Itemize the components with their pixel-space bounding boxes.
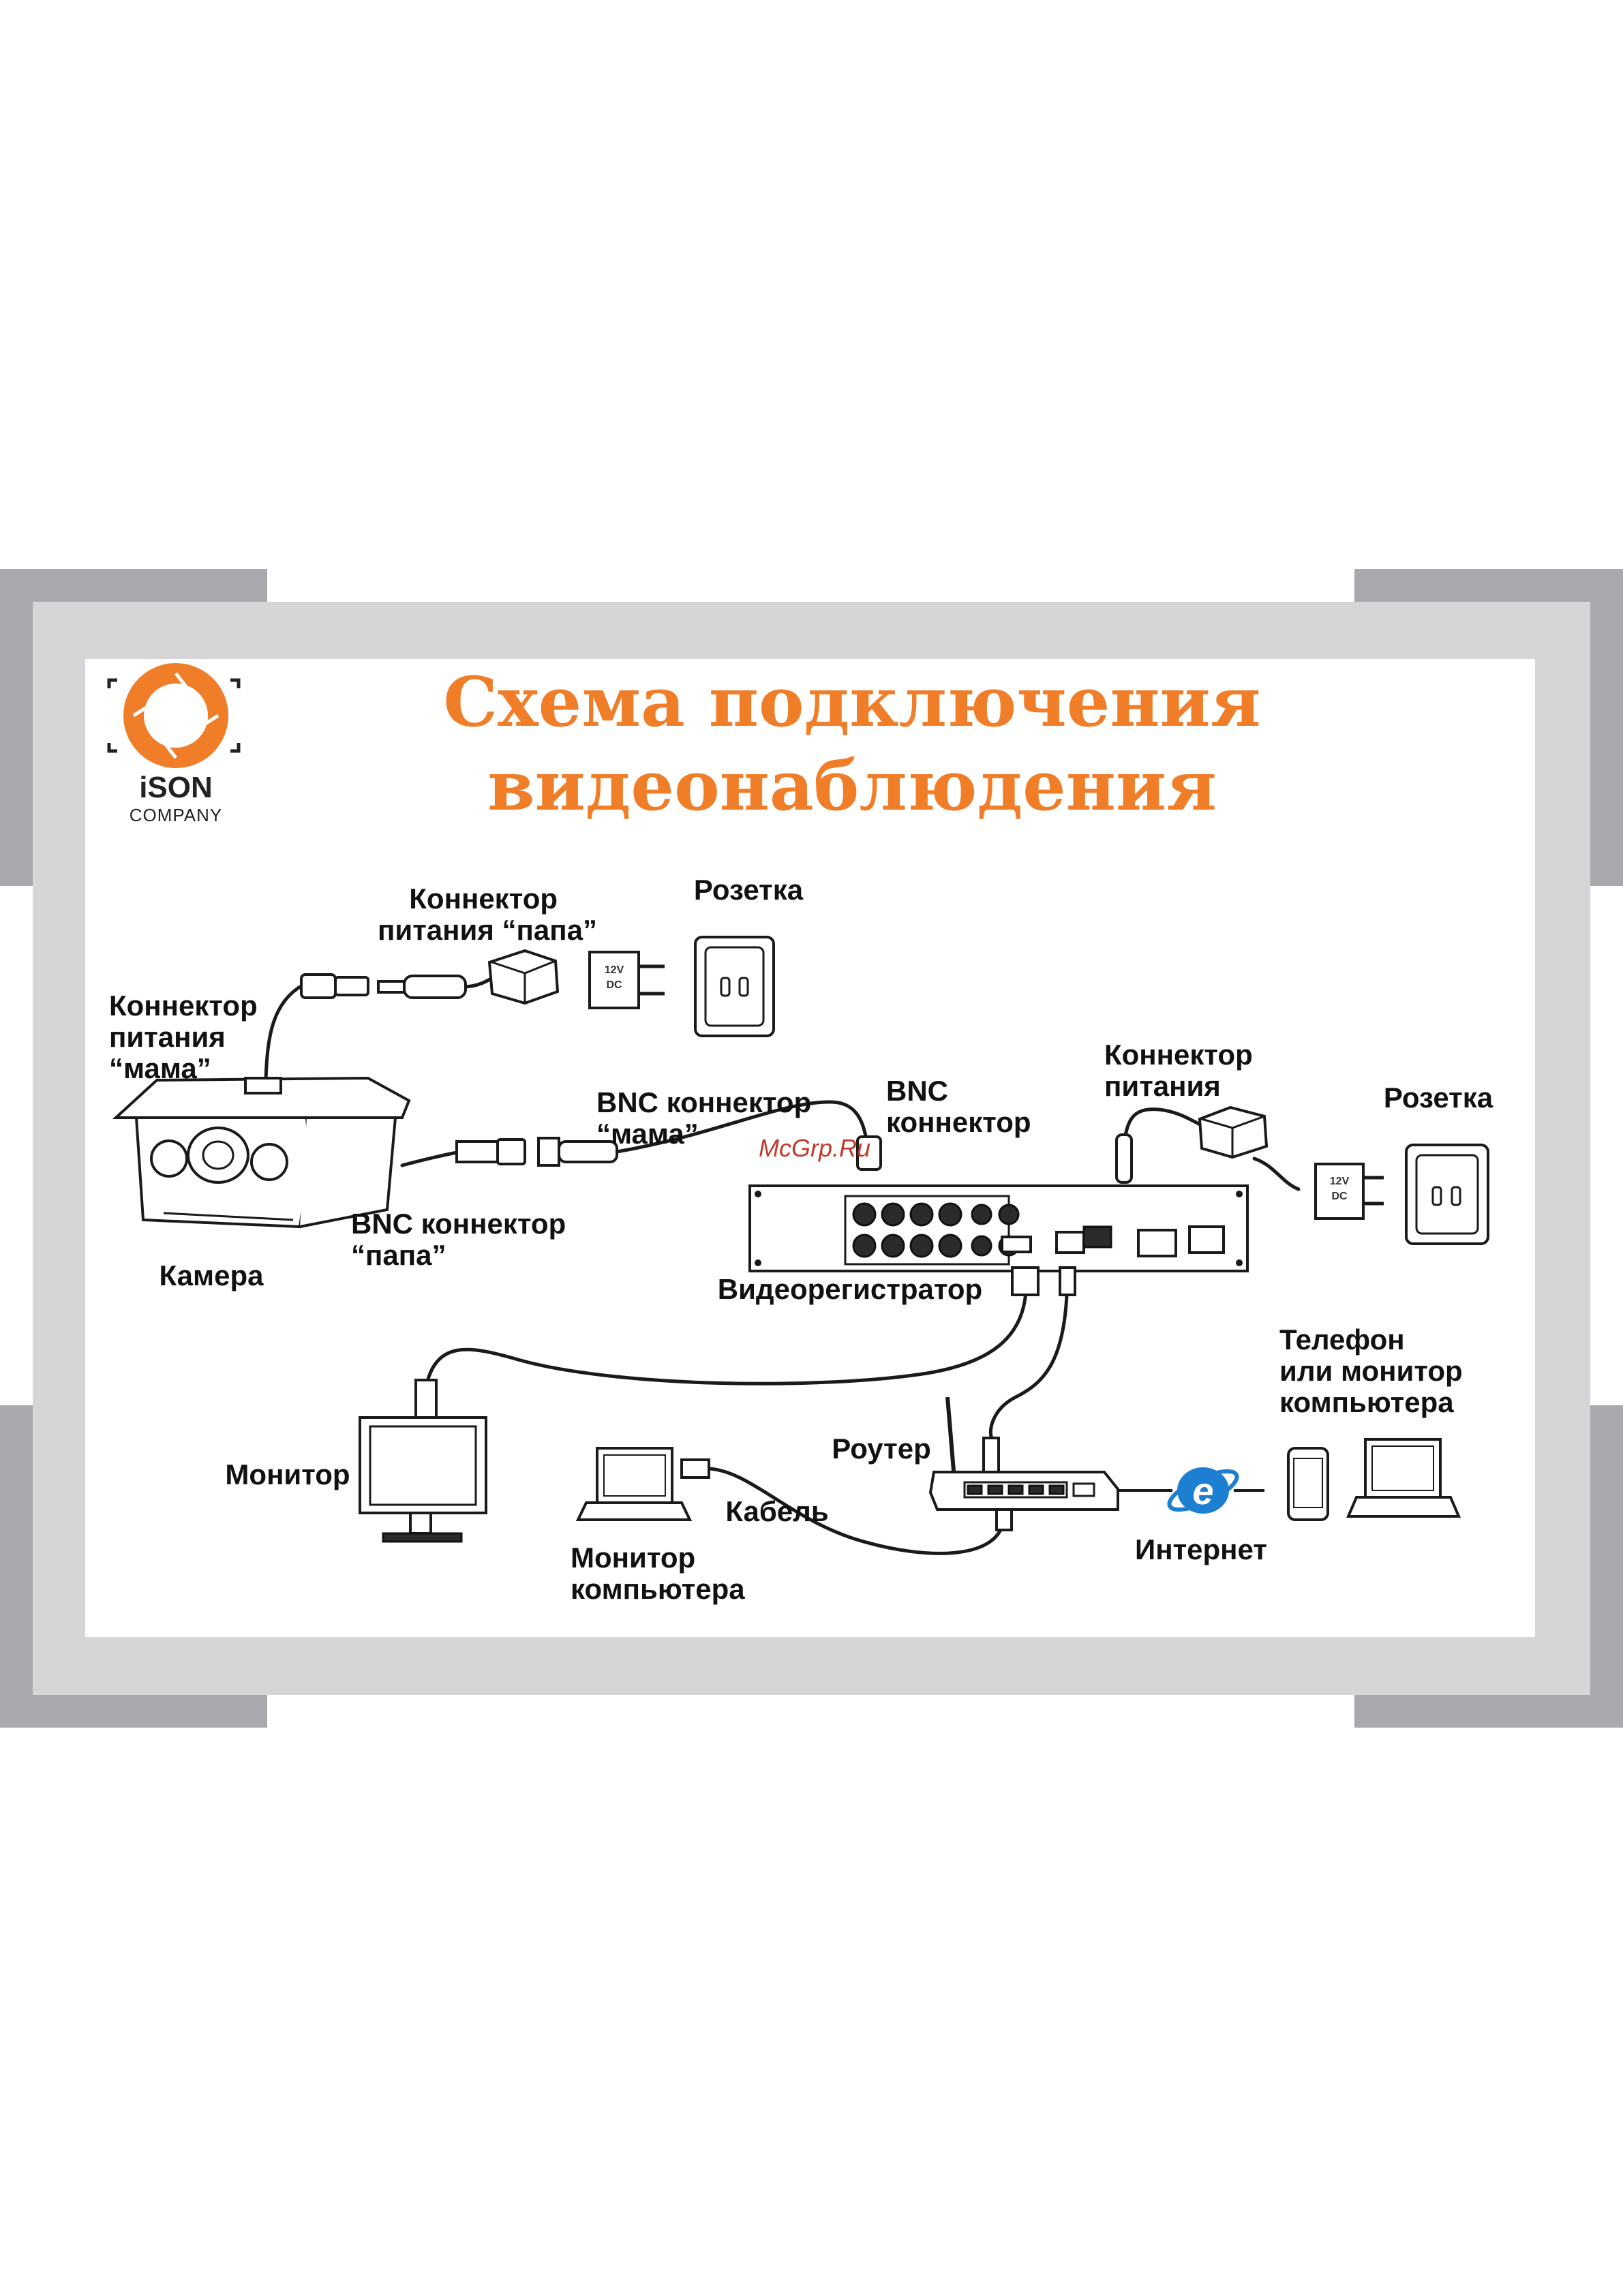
adapter-type-top: DC xyxy=(606,979,622,991)
power-connector-papa xyxy=(377,975,467,999)
lan-plug xyxy=(1059,1266,1076,1296)
pc-laptop xyxy=(575,1447,710,1521)
label-bnc-connector: BNC коннектор xyxy=(886,1075,1031,1138)
laptop-lan-plug xyxy=(680,1458,710,1479)
dvr-vga-port xyxy=(1001,1236,1032,1253)
monitor-device xyxy=(359,1379,487,1543)
adapter-voltage-right: 12V xyxy=(1330,1176,1350,1187)
adapter-voltage-top: 12V xyxy=(605,964,624,976)
internet-explorer-icon: e xyxy=(1167,1467,1239,1514)
label-power-connector-papa: Коннектор питания “папа” xyxy=(378,883,597,946)
laptop-icon xyxy=(1346,1438,1461,1518)
bnc-connector-papa xyxy=(455,1138,526,1165)
wifi-router xyxy=(928,1396,1119,1531)
dvr-hdmi-port xyxy=(1082,1225,1112,1249)
logo-sub: COMPANY xyxy=(130,805,223,825)
power-adapter-right: 12V DC xyxy=(1198,1105,1384,1220)
frame-right-white-gap xyxy=(1590,886,1623,1405)
label-router: Роутер xyxy=(832,1433,931,1465)
wall-socket-top xyxy=(694,936,775,1037)
dvr-usb-ports xyxy=(1137,1229,1177,1257)
lan-to-router-cable xyxy=(988,1293,1069,1440)
router-lan-plug-bottom xyxy=(995,1508,1013,1531)
label-internet: Интернет xyxy=(1135,1533,1267,1565)
label-power-connector-mama: Коннектор питания “мама” xyxy=(109,990,265,1084)
dvr-lan-port xyxy=(1055,1231,1085,1254)
logo-name: iSON xyxy=(139,771,213,804)
vga-plug xyxy=(1011,1266,1040,1296)
vga-to-monitor-cable xyxy=(424,1289,1028,1389)
dvr-power-plug xyxy=(1115,1133,1133,1184)
power-connector-mama xyxy=(300,973,369,999)
label-socket-top: Розетка xyxy=(694,874,804,906)
power-adapter-top: 12V DC xyxy=(487,949,665,1009)
camera-bnc-cable xyxy=(400,1150,462,1167)
cables xyxy=(264,973,1301,1555)
frame-top-white-gap xyxy=(267,569,1354,602)
label-bnc-papa: BNC коннектор “папа” xyxy=(351,1208,574,1271)
frame xyxy=(0,569,1623,1728)
monitor-vga-plug xyxy=(414,1379,438,1419)
label-camera: Камера xyxy=(160,1259,264,1291)
diagram-title-line-2: видеонаблюдения xyxy=(487,746,1217,826)
label-pc-monitor: Монитор компьютера xyxy=(571,1542,745,1605)
bnc-connector-dvr xyxy=(856,1135,882,1171)
bnc-connector-mama xyxy=(537,1137,618,1167)
watermark: McGrp.Ru xyxy=(759,1134,870,1162)
frame-bottom-white-gap xyxy=(267,1695,1354,1728)
label-cable: Кабель xyxy=(725,1495,828,1527)
label-power-connector-dvr: Коннектор питания xyxy=(1104,1039,1260,1102)
label-bnc-mama: BNC коннектор “мама” xyxy=(596,1086,819,1150)
ison-logo: iSON COMPANY xyxy=(107,663,241,825)
label-phone-or-pc: Телефон или монитор компьютера xyxy=(1279,1323,1470,1418)
bnc-to-dvr-cable xyxy=(615,1100,871,1167)
svg-text:e: e xyxy=(1192,1469,1213,1512)
camera-power-cable xyxy=(264,983,305,1082)
router-to-pc-cable xyxy=(707,1467,1006,1555)
frame-left-white-gap xyxy=(0,886,33,1405)
label-monitor: Монитор xyxy=(225,1458,350,1490)
smartphone-icon xyxy=(1287,1447,1329,1521)
dvr-unit xyxy=(748,1133,1249,1296)
diagram-title-line-1: Схема подключения xyxy=(443,662,1260,742)
bullet-camera xyxy=(112,1076,411,1229)
router-lan-plug-top xyxy=(982,1437,1000,1473)
dvr-power-switch xyxy=(1188,1225,1225,1254)
wall-socket-right xyxy=(1405,1144,1489,1245)
label-socket-right: Розетка xyxy=(1384,1082,1493,1114)
right-adapter-cable xyxy=(1252,1157,1301,1191)
label-dvr: Видеорегистратор xyxy=(718,1273,982,1305)
adapter-type-right: DC xyxy=(1331,1191,1348,1202)
